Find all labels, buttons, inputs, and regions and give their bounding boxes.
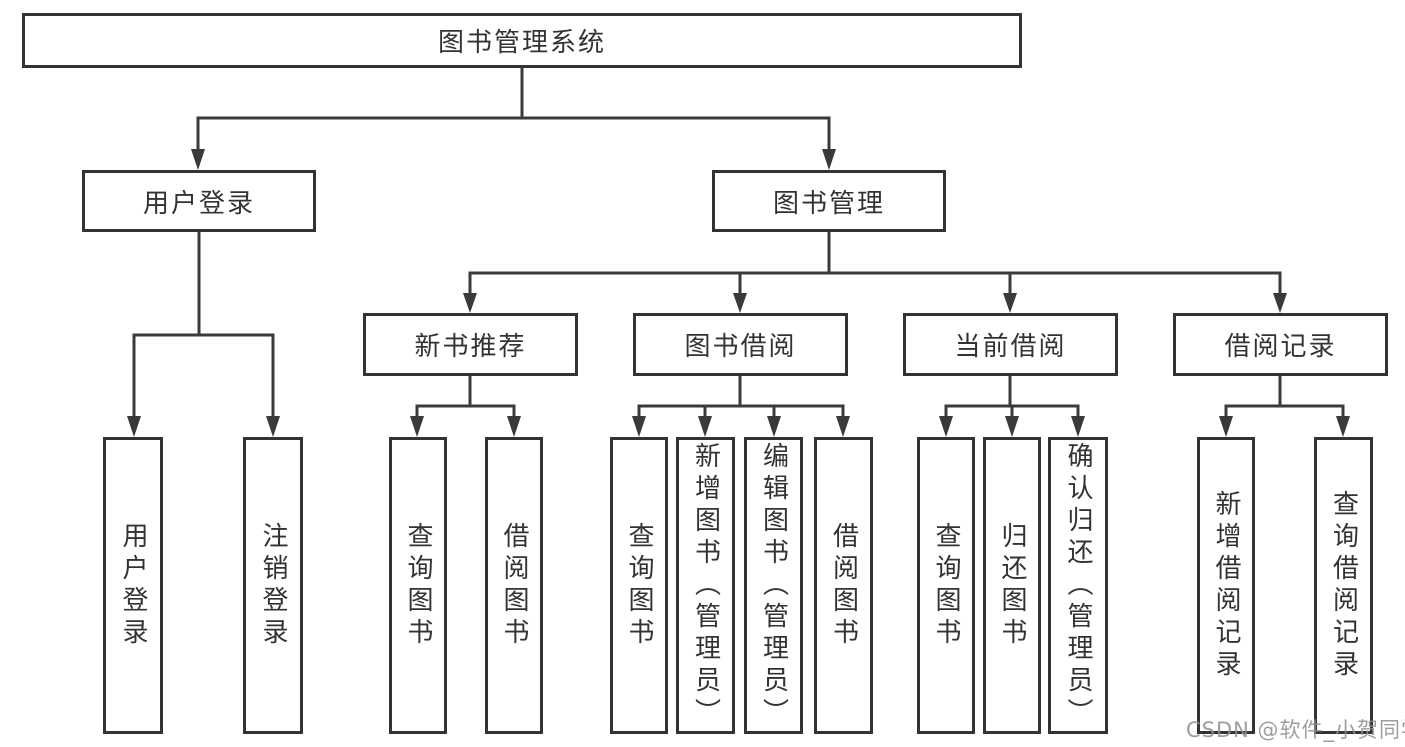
leaf-edit-books-admin: 编辑图书（管理员） (744, 437, 803, 734)
node-borrow-records: 借阅记录 (1173, 313, 1388, 376)
node-user-login: 用户登录 (82, 170, 316, 232)
node-book-borrow: 图书借阅 (633, 313, 848, 376)
node-root: 图书管理系统 (22, 13, 1022, 68)
node-current-borrow: 当前借阅 (903, 313, 1118, 376)
leaf-confirm-return-admin: 确认归还（管理员） (1048, 437, 1108, 734)
leaf-query-books-recommend: 查询图书 (389, 437, 447, 734)
arrowheads (127, 149, 1350, 437)
leaf-query-books-current: 查询图书 (917, 437, 975, 734)
node-new-book-recommend: 新书推荐 (363, 313, 578, 376)
leaf-add-books-admin: 新增图书（管理员） (676, 437, 735, 734)
leaf-borrow-books-recommend: 借阅图书 (485, 437, 543, 734)
tree-edges (132, 68, 1345, 417)
leaf-return-books: 归还图书 (983, 437, 1041, 734)
leaf-query-books-borrow: 查询图书 (610, 437, 668, 734)
leaf-add-borrow-record: 新增借阅记录 (1197, 437, 1255, 734)
leaf-borrow-books-borrow: 借阅图书 (814, 437, 873, 734)
node-book-management: 图书管理 (712, 170, 946, 232)
watermark: CSDN @软件_小贺同学 (1186, 718, 1405, 742)
leaf-user-login: 用户登录 (103, 437, 163, 734)
leaf-logout-login: 注销登录 (243, 437, 303, 734)
leaf-query-borrow-record: 查询借阅记录 (1314, 437, 1373, 734)
